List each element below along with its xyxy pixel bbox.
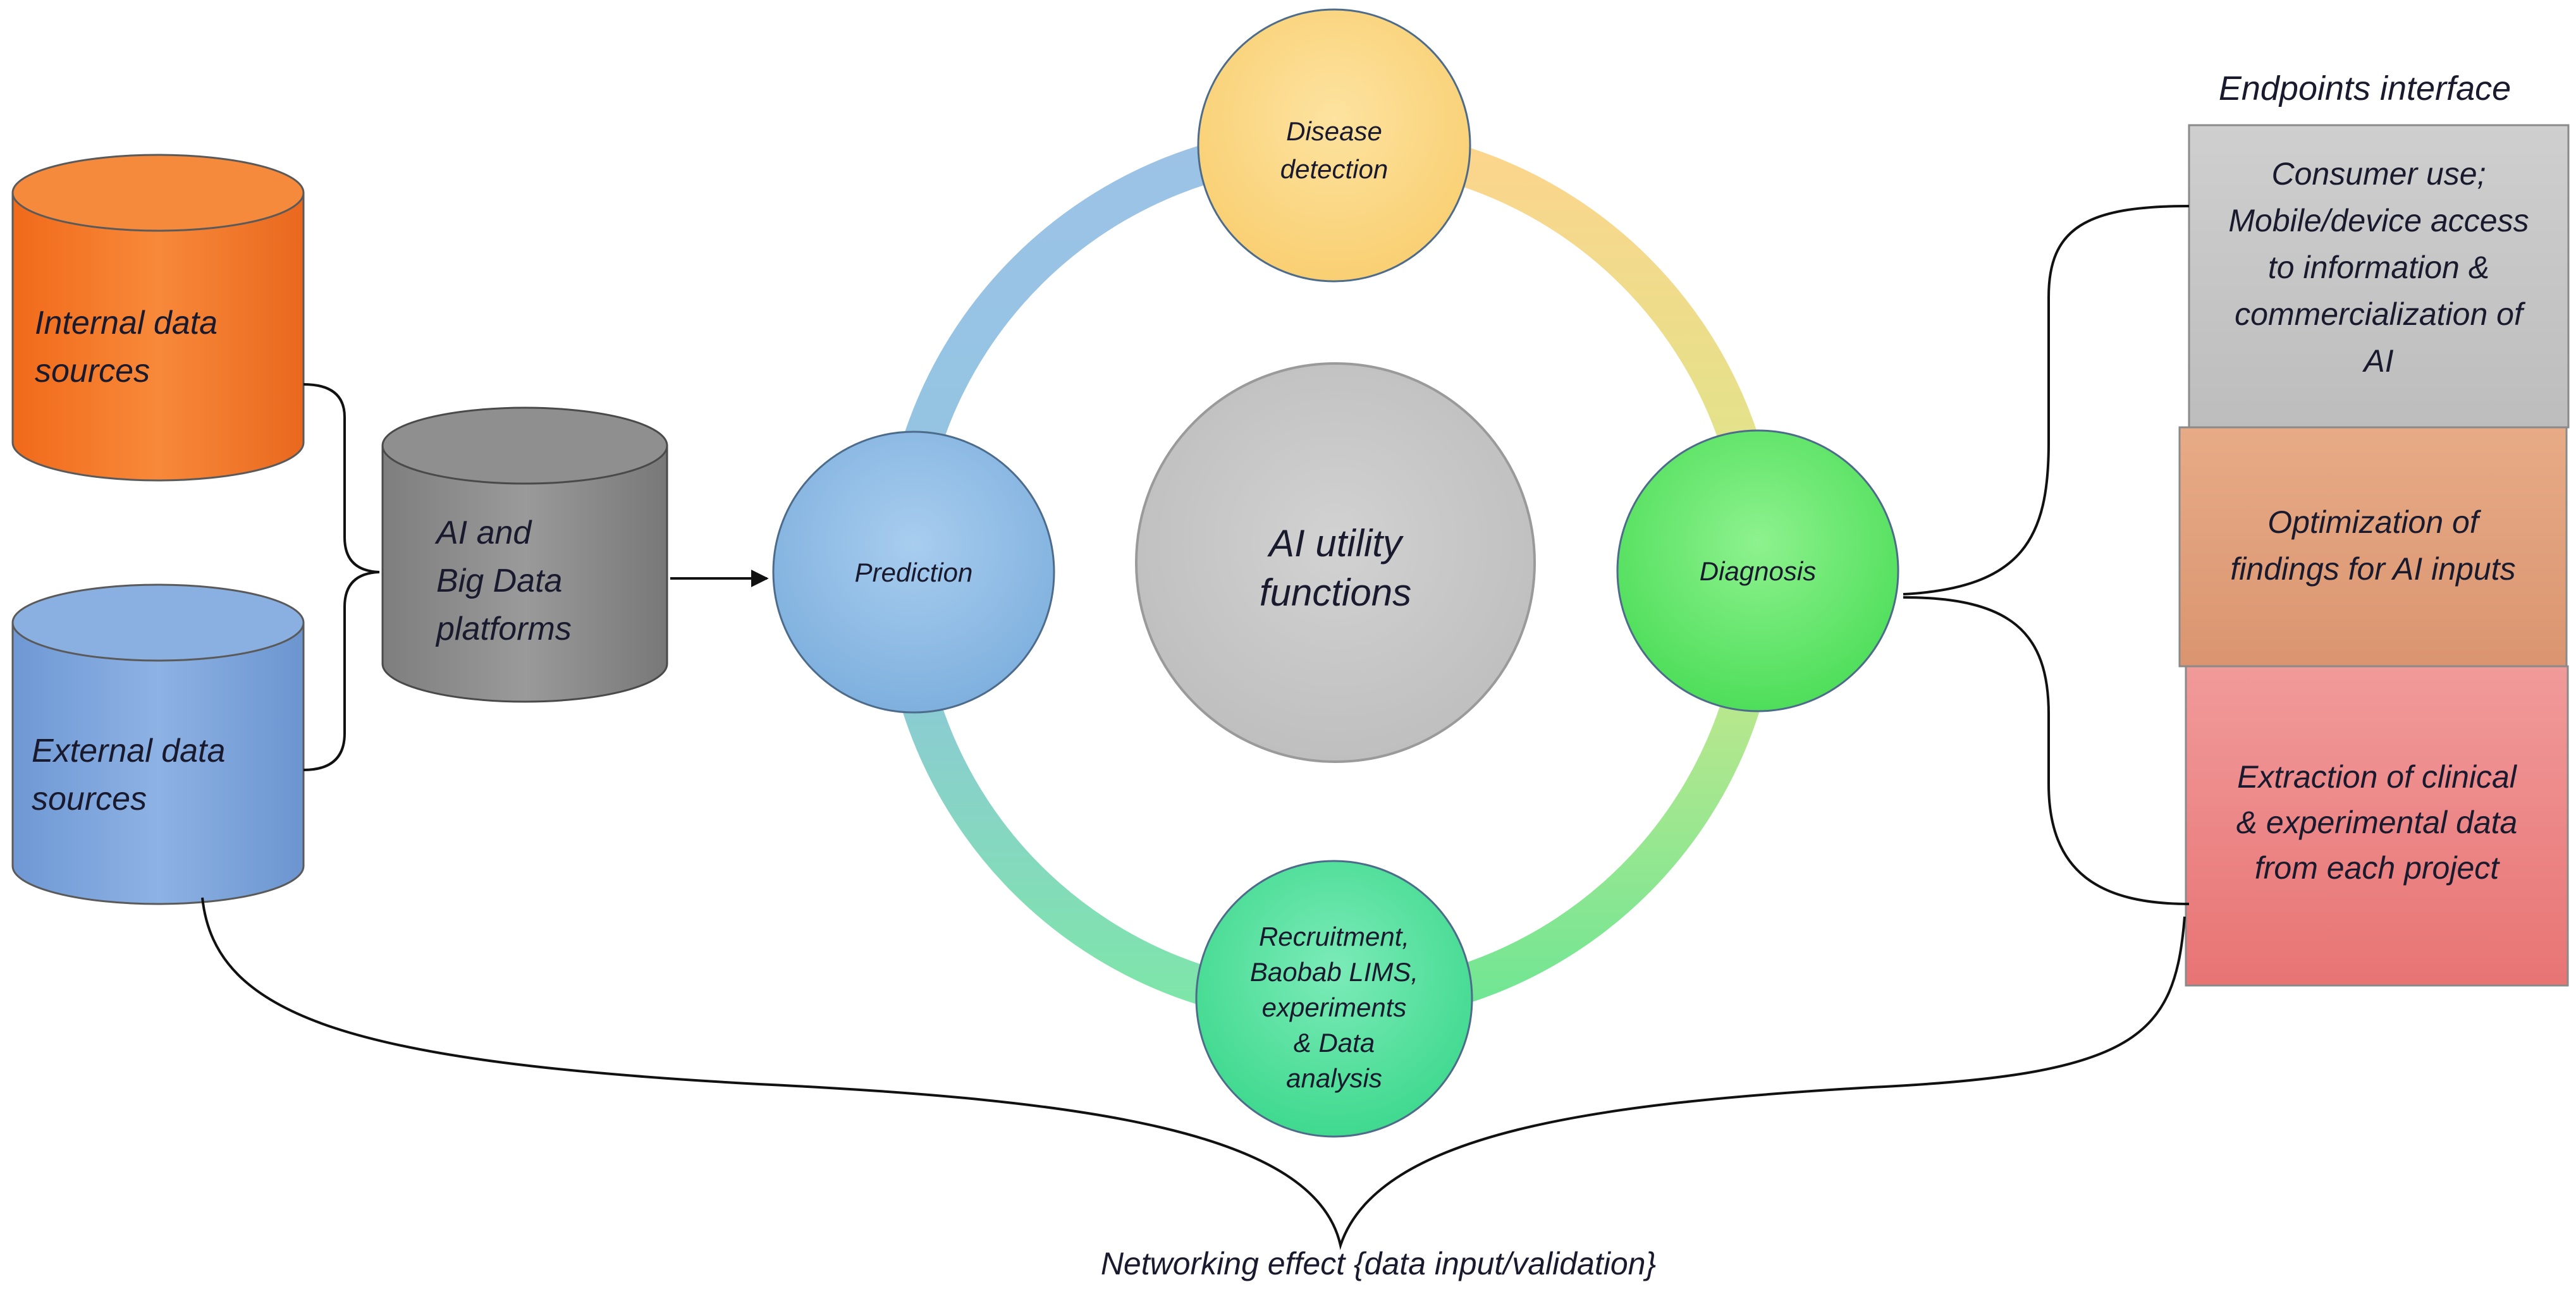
- sources-bracket: [303, 383, 380, 771]
- diagnosis-label: Diagnosis: [1700, 556, 1816, 586]
- consumer-use-label-line: commercialization of: [2235, 296, 2526, 332]
- external-data-label-line: External data: [32, 733, 225, 769]
- internal-data-label-line: Internal data: [35, 305, 218, 341]
- prediction-label-line: Prediction: [855, 558, 973, 587]
- disease-detection-label: Disease detection: [1280, 116, 1388, 184]
- optimization-box: [2178, 426, 2568, 668]
- diagnosis-label-line: Diagnosis: [1700, 556, 1816, 586]
- disease-detection-label-line: detection: [1280, 154, 1388, 184]
- consumer-use-box: [2188, 124, 2570, 429]
- external-data-label-line: sources: [32, 781, 147, 817]
- endpoints-heading: Endpoints interface: [2219, 70, 2511, 107]
- disease-detection-node: [1197, 8, 1471, 283]
- optimization-label-line: Optimization of: [2267, 504, 2482, 540]
- recruitment-label-line: analysis: [1286, 1063, 1382, 1093]
- recruitment-label-line: Recruitment,: [1259, 922, 1409, 951]
- center-circle: [1135, 362, 1536, 763]
- extraction-box: [2185, 665, 2569, 987]
- networking-effect-label: Networking effect {data input/validation…: [1101, 1246, 1656, 1281]
- extraction-label-line: & experimental data: [2236, 805, 2518, 840]
- internal-data-cylinder: [11, 154, 305, 482]
- recruitment-label-line: experiments: [1262, 992, 1407, 1022]
- consumer-use-label-line: Consumer use;: [2271, 156, 2486, 192]
- diagnosis-node: [1616, 429, 1899, 712]
- consumer-use-label-line: Mobile/device access: [2228, 203, 2529, 238]
- disease-detection-label-line: Disease: [1286, 116, 1382, 146]
- consumer-use-label-line: AI: [2362, 343, 2393, 379]
- platform-label-line: AI and: [434, 515, 532, 551]
- center-label: AI utility functions: [1260, 522, 1411, 614]
- platform-cylinder: [381, 406, 668, 703]
- prediction-node: [772, 430, 1055, 714]
- networking-effect-brace: [201, 897, 2186, 1250]
- external-data-cylinder: [11, 583, 305, 905]
- external-data-label: External data sources: [32, 733, 225, 817]
- recruitment-label: Recruitment, Baobab LIMS, experiments & Dat…: [1250, 922, 1418, 1093]
- recruitment-label-line: Baobab LIMS,: [1250, 957, 1418, 987]
- consumer-use-label-line: to information &: [2268, 250, 2489, 285]
- platform-label-line: platforms: [435, 611, 572, 647]
- center-label-line: functions: [1260, 571, 1411, 614]
- extraction-label: Extraction of clinical & experimental dat…: [2236, 759, 2518, 886]
- diagnosis-fork-connector: [1903, 205, 2190, 905]
- extraction-label-line: from each project: [2255, 850, 2500, 886]
- center-label-line: AI utility: [1267, 522, 1404, 565]
- internal-data-label: Internal data sources: [35, 305, 218, 389]
- optimization-label-line: findings for AI inputs: [2230, 551, 2515, 587]
- optimization-label: Optimization of findings for AI inputs: [2230, 504, 2515, 587]
- recruitment-label-line: & Data: [1294, 1028, 1375, 1058]
- extraction-label-line: Extraction of clinical: [2237, 759, 2518, 795]
- prediction-label: Prediction: [855, 558, 973, 587]
- internal-data-label-line: sources: [35, 353, 150, 389]
- consumer-use-label: Consumer use; Mobile/device access to info…: [2228, 156, 2529, 379]
- recruitment-node: [1195, 860, 1473, 1138]
- platform-label-line: Big Data: [436, 563, 562, 599]
